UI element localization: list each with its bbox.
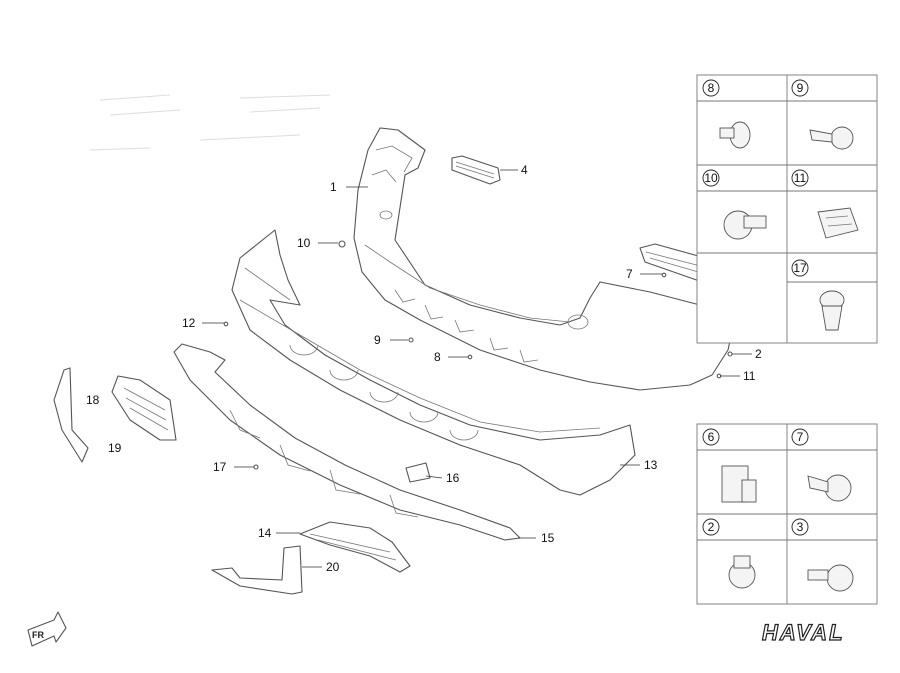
fastener-legend-bottom: 6 7 2 3 xyxy=(696,423,878,605)
callout-4: 4 xyxy=(521,163,528,177)
part-20-corner-trim xyxy=(211,545,303,595)
fastener-9-drawing xyxy=(809,126,854,150)
legend-label-2: 2 xyxy=(708,520,715,534)
fastener-2 xyxy=(727,351,733,357)
watermark xyxy=(89,94,331,151)
legend-label-17: 17 xyxy=(793,261,807,275)
part-15-diffuser xyxy=(173,343,521,541)
part-14-lower-bracket xyxy=(299,521,411,573)
fastener-8-drawing xyxy=(719,121,751,149)
fastener-10 xyxy=(338,240,346,248)
haval-logo: HAVAL xyxy=(761,619,845,645)
callout-18: 18 xyxy=(86,393,100,407)
fastener-2-drawing xyxy=(728,555,756,589)
callout-14: 14 xyxy=(258,526,272,540)
callout-9: 9 xyxy=(374,333,381,347)
fastener-6-drawing xyxy=(721,465,757,503)
fastener-17-drawing xyxy=(819,290,845,331)
legend-label-8: 8 xyxy=(708,81,715,95)
legend-label-11: 11 xyxy=(794,171,807,185)
part-18-side-trim xyxy=(53,367,89,463)
callout-7: 7 xyxy=(626,267,633,281)
callout-16: 16 xyxy=(446,471,460,485)
fastener-9 xyxy=(408,337,414,343)
part-4-bracket xyxy=(451,155,501,185)
callout-1: 1 xyxy=(330,180,337,194)
legend-label-10: 10 xyxy=(704,171,718,185)
part-13-lower-bumper xyxy=(231,229,636,496)
legend-label-7: 7 xyxy=(797,430,804,444)
fastener-7-drawing xyxy=(807,474,852,502)
fastener-12 xyxy=(223,321,229,327)
callout-10: 10 xyxy=(297,236,311,250)
callout-2: 2 xyxy=(755,347,762,361)
legend-label-3: 3 xyxy=(797,520,804,534)
legend-label-9: 9 xyxy=(797,81,804,95)
callout-8: 8 xyxy=(434,350,441,364)
part-19-side-bracket xyxy=(111,375,177,441)
callout-19: 19 xyxy=(108,441,122,455)
callout-20: 20 xyxy=(326,560,340,574)
callout-12: 12 xyxy=(182,316,196,330)
fastener-3-drawing xyxy=(807,564,854,592)
legend-label-6: 6 xyxy=(708,430,715,444)
fastener-11-drawing xyxy=(817,207,859,239)
callout-13: 13 xyxy=(644,458,658,472)
callout-15: 15 xyxy=(541,531,555,545)
part-16-cap xyxy=(405,462,431,483)
callout-11: 11 xyxy=(743,369,756,383)
fastener-legend-top: 8 9 10 11 17 xyxy=(696,74,878,344)
brand-text: HAVAL xyxy=(762,620,845,645)
fastener-10-drawing xyxy=(723,210,767,240)
fr-label: FR xyxy=(32,630,44,640)
callout-17: 17 xyxy=(213,460,227,474)
fastener-7 xyxy=(661,272,667,278)
fastener-17 xyxy=(253,464,259,470)
fastener-8 xyxy=(467,354,473,360)
front-direction-marker: FR xyxy=(27,611,67,647)
